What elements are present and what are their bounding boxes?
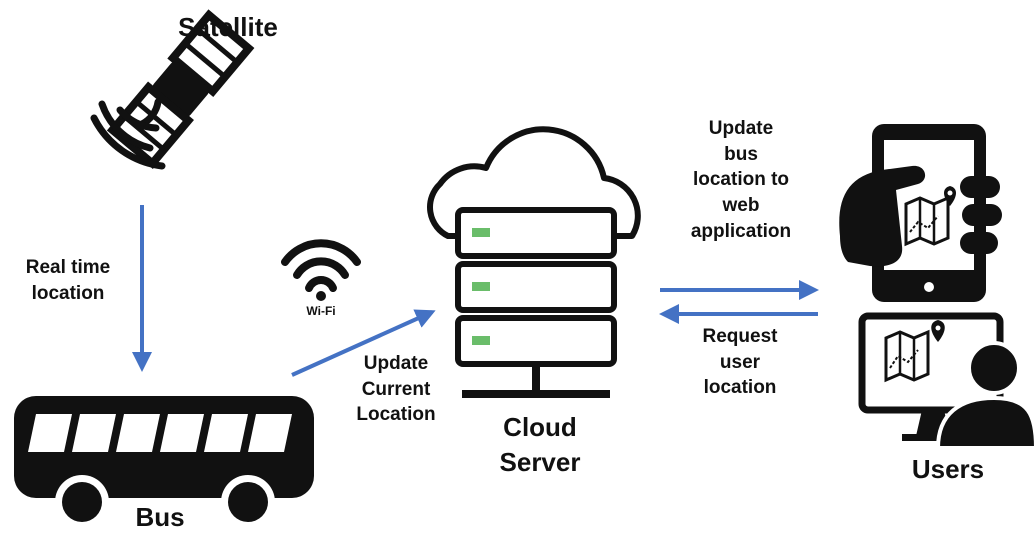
user-monitor-map-icon (858, 312, 1036, 450)
update-current-location-label: Update Current Location (340, 351, 452, 428)
satellite-icon (90, 9, 255, 170)
update-bus-location-label: Update bus location to web application (670, 116, 812, 244)
update-bus-location-line2: bus (724, 143, 758, 165)
update-current-location-line2: Current (361, 378, 431, 400)
arrow-bus-to-server (291, 309, 436, 377)
real-time-location-line1: Real time (25, 257, 111, 278)
bus-label: Bus (135, 502, 185, 532)
update-bus-location-line3: location to (692, 169, 790, 191)
wifi-label: Wi-Fi (306, 304, 336, 318)
update-bus-location-line4: web (722, 194, 760, 216)
request-user-location-line2: user (719, 351, 761, 373)
cloud-server-icon (427, 126, 641, 398)
users-label: Users (911, 454, 985, 484)
cloud-server-label-line1: Cloud (503, 412, 577, 442)
smartphone-map-icon (839, 124, 1002, 302)
cloud-server-label: Cloud Server (470, 410, 610, 480)
real-time-location-line2: location (31, 282, 105, 304)
satellite-label: Satellite (178, 12, 278, 42)
update-bus-location-line1: Update (708, 118, 774, 139)
update-bus-location-line5: application (690, 220, 792, 242)
update-current-location-line1: Update (363, 353, 429, 374)
cloud-server-label-line2: Server (499, 447, 581, 478)
request-user-location-line1: Request (702, 326, 778, 347)
update-current-location-line3: Location (356, 404, 436, 426)
wifi-icon (281, 239, 361, 301)
bus-icon (14, 396, 314, 529)
request-user-location-label: Request user location (680, 324, 800, 401)
real-time-location-label: Real time location (4, 255, 132, 306)
request-user-location-line3: location (703, 377, 777, 399)
